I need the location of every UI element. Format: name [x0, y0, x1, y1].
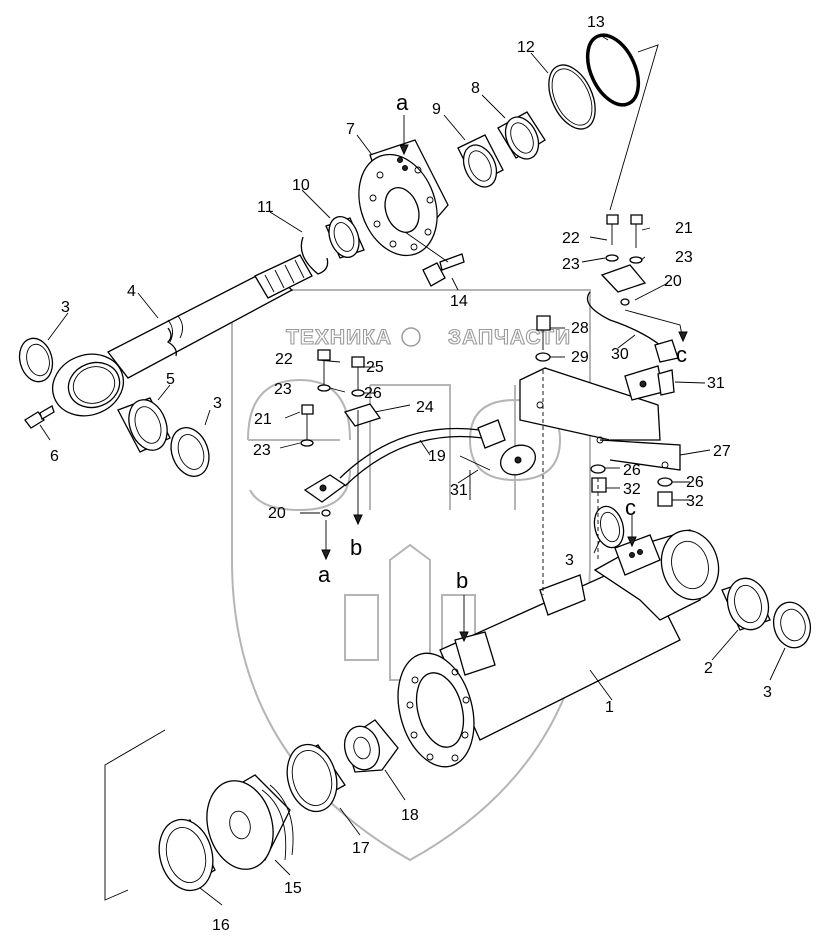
ref-a-top: a: [396, 90, 409, 115]
callout-15: 15: [284, 880, 302, 897]
bushing-2: [721, 577, 771, 631]
callout-29: 29: [571, 349, 589, 366]
callout-3-middle: 3: [213, 395, 222, 412]
gear-icon: [401, 327, 421, 347]
bearing-8: [497, 111, 546, 160]
ref-c-top: c: [676, 342, 687, 367]
callout-30: 30: [611, 346, 629, 363]
callout-31-left: 31: [450, 482, 468, 499]
callout-12: 12: [517, 39, 535, 56]
callout-3-upper: 3: [565, 552, 574, 569]
wear-ring-17: [286, 743, 346, 813]
callout-11: 11: [257, 199, 274, 216]
cylinder-tube-1: [397, 529, 720, 768]
reference-letters: a a b b c c: [318, 90, 687, 593]
hose-assembly-left: [303, 403, 537, 503]
bracket-27: [519, 367, 681, 471]
rod-eye: [51, 353, 125, 417]
group-bracket-top: [609, 44, 659, 211]
callout-labels: 13 12 8 9 7 10 11 14 4 3 5 3 6 22 25 23 …: [50, 14, 772, 934]
callout-4: 4: [127, 283, 136, 300]
callout-3-right: 3: [763, 684, 772, 701]
piston-15: [206, 774, 294, 870]
bushing-9: [457, 134, 504, 188]
callout-32-left: 32: [623, 481, 641, 498]
callout-22-right: 22: [562, 230, 580, 247]
watermark: ТЕХНИКА ЗАПЧАСТИ: [231, 289, 591, 862]
watermark-text-left: ТЕХНИКА: [286, 326, 392, 349]
callout-22-left: 22: [275, 351, 293, 368]
ref-c-bottom: c: [625, 495, 636, 520]
washers: [300, 254, 673, 517]
fitting-14: [404, 231, 465, 287]
dust-seal-3-left: [18, 337, 54, 383]
callout-23-left-top: 23: [274, 381, 292, 398]
callout-20-right: 20: [664, 273, 682, 290]
callout-1: 1: [605, 699, 614, 716]
watermark-logo-e: [247, 378, 351, 512]
bolts: [301, 214, 643, 440]
callout-26-top: 26: [364, 385, 382, 402]
callout-9: 9: [432, 101, 441, 118]
watermark-text-right: ЗАПЧАСТИ: [448, 326, 571, 349]
callout-14: 14: [450, 293, 468, 310]
bushing-10: [325, 216, 365, 259]
hose-assembly-right: [586, 264, 679, 401]
group-bracket-bottom: [104, 729, 166, 901]
seal-16: [158, 818, 216, 892]
callout-2: 2: [704, 660, 713, 677]
callout-25: 25: [366, 359, 384, 376]
nut-32-a: [591, 477, 607, 493]
nut-32-b: [657, 491, 673, 507]
dust-seal-3-upper: [593, 505, 625, 549]
callout-3-left: 3: [61, 299, 70, 316]
callout-23-right-right: 23: [675, 249, 693, 266]
callout-5: 5: [166, 371, 175, 388]
callout-18: 18: [401, 807, 419, 824]
callout-17: 17: [352, 840, 370, 857]
callout-19: 19: [428, 448, 446, 465]
callout-6: 6: [50, 448, 59, 465]
ref-b-bottom: b: [350, 535, 362, 560]
snap-ring-11: [300, 236, 329, 275]
callout-27: 27: [713, 443, 731, 460]
leader-lines: [39, 34, 786, 906]
piston-rod-4: [107, 254, 313, 379]
callout-16: 16: [212, 917, 230, 934]
bushing-5: [117, 397, 171, 453]
callout-32-right: 32: [686, 493, 704, 510]
callout-13: 13: [587, 14, 605, 31]
callout-24: 24: [416, 399, 434, 416]
ref-b-top: b: [456, 568, 468, 593]
callout-21-left: 21: [254, 411, 272, 428]
grease-fitting-6: [24, 405, 55, 429]
callout-23-right-left: 23: [562, 256, 580, 273]
callout-23-left-bottom: 23: [253, 442, 271, 459]
nut-18: [343, 719, 399, 773]
reference-arrows: [321, 115, 688, 643]
callout-26-right: 26: [686, 474, 704, 491]
callout-20-left: 20: [268, 505, 286, 522]
backup-ring-12: [548, 64, 596, 130]
o-ring-13: [585, 33, 641, 107]
dust-seal-3-right: [772, 601, 812, 649]
callout-28: 28: [571, 320, 589, 337]
callout-21-right: 21: [675, 220, 693, 237]
ref-a-bottom: a: [318, 562, 331, 587]
callout-7: 7: [346, 121, 355, 138]
dust-seal-3-middle: [170, 427, 210, 477]
cylinder-head-7: [358, 139, 449, 257]
callout-8: 8: [471, 80, 480, 97]
callout-26-middle: 26: [623, 462, 641, 479]
callout-31-right: 31: [707, 375, 725, 392]
callout-10: 10: [292, 177, 310, 194]
